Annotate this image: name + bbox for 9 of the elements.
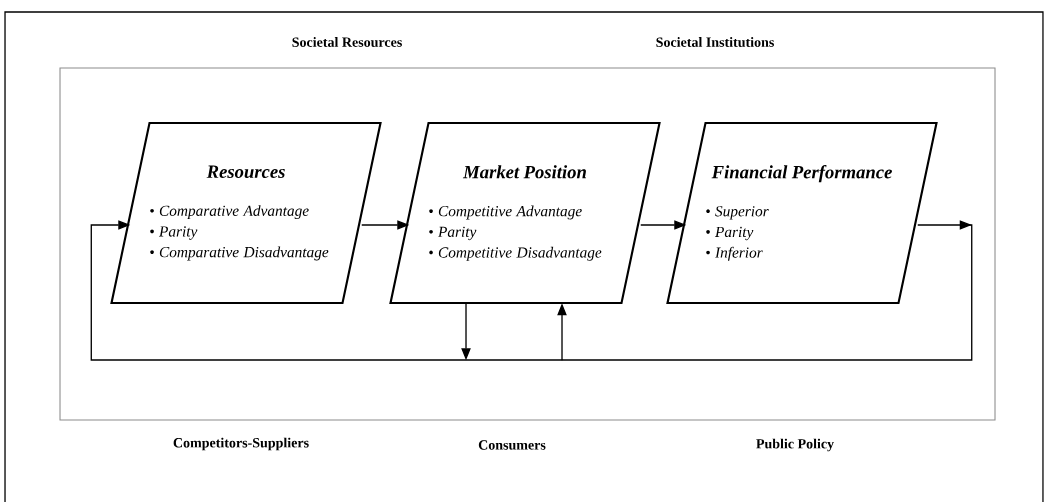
parallelogram-box: Market Position • Competitive Advantage • Parity • Competitive Disadvantage bbox=[389, 121, 661, 305]
environment-label: Consumers bbox=[478, 440, 546, 450]
arrow bbox=[90, 220, 973, 361]
parallelogram-box: Resources • Comparative Advantage • Parity • Comparative Disadvantage bbox=[110, 121, 382, 305]
environment-label: Societal Institutions bbox=[656, 37, 774, 47]
environment-label: Competitors-Suppliers bbox=[173, 437, 309, 451]
environment-label: Public Policy bbox=[756, 438, 834, 452]
parallelogram-box: Financial Performance • Superior • Parity • Inferior bbox=[666, 121, 938, 305]
environment-label: Societal Resources bbox=[292, 37, 402, 47]
